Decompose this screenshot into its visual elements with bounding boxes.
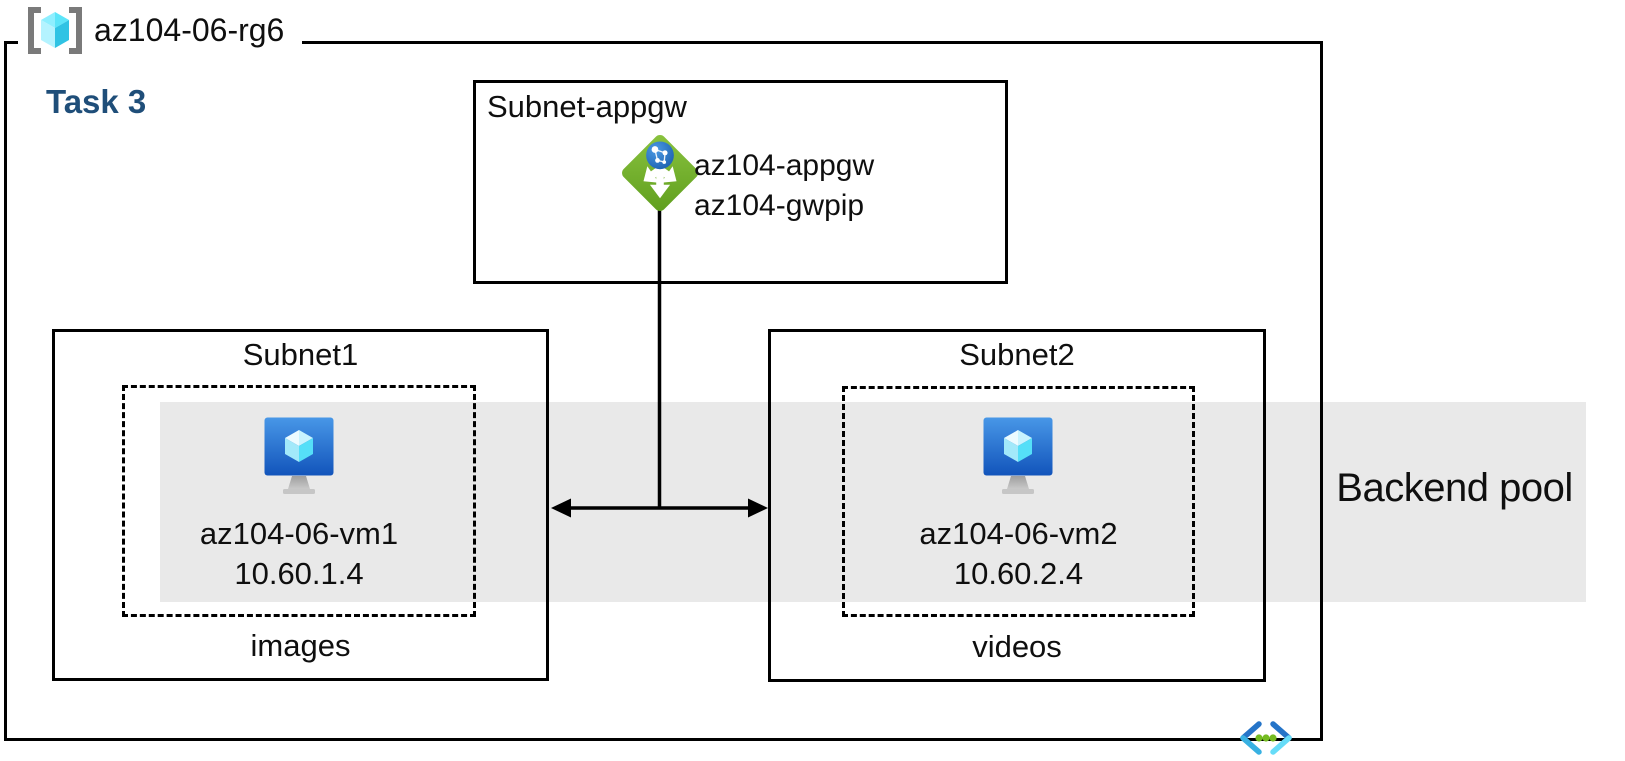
resource-group-border [4, 41, 1323, 741]
subnet2-box [768, 329, 1266, 682]
resource-group-border-gap [18, 37, 302, 49]
task-label: Task 3 [46, 83, 147, 120]
vm2-ip: 10.60.2.4 [953, 556, 1084, 591]
subnet2-caption: videos [972, 629, 1062, 664]
subnet1-dashed-group [122, 385, 476, 617]
subnet2-title: Subnet2 [959, 337, 1075, 372]
virtual-machine-icon [982, 416, 1054, 496]
subnet2-dashed-group [842, 386, 1195, 617]
application-gateway-labels: az104-appgw az104-gwpip [694, 146, 874, 226]
application-gateway-icon [618, 131, 702, 215]
backend-pool-band [160, 402, 1586, 602]
vm1-ip: 10.60.1.4 [234, 556, 364, 591]
backend-pool-label: Backend pool [1336, 466, 1573, 510]
virtual-machine-icon [263, 416, 335, 496]
vm1-name: az104-06-vm1 [199, 516, 399, 551]
subnet-appgw-box [473, 80, 1008, 284]
vm2-name: az104-06-vm2 [919, 516, 1118, 551]
subnet-appgw-title: Subnet-appgw [487, 89, 687, 124]
application-gateway-name: az104-appgw [694, 149, 875, 182]
resource-group-icon [24, 6, 86, 55]
vm2-labels: az104-06-vm2 10.60.2.4 [842, 514, 1195, 594]
application-gateway-public-ip: az104-gwpip [694, 189, 865, 222]
subnet1-caption: images [250, 628, 351, 663]
resource-group-label: az104-06-rg6 [94, 12, 285, 48]
vm1-labels: az104-06-vm1 10.60.1.4 [122, 514, 476, 594]
virtual-network-icon [1237, 719, 1295, 757]
subnet1-box [52, 329, 549, 681]
subnet1-title: Subnet1 [242, 337, 359, 372]
